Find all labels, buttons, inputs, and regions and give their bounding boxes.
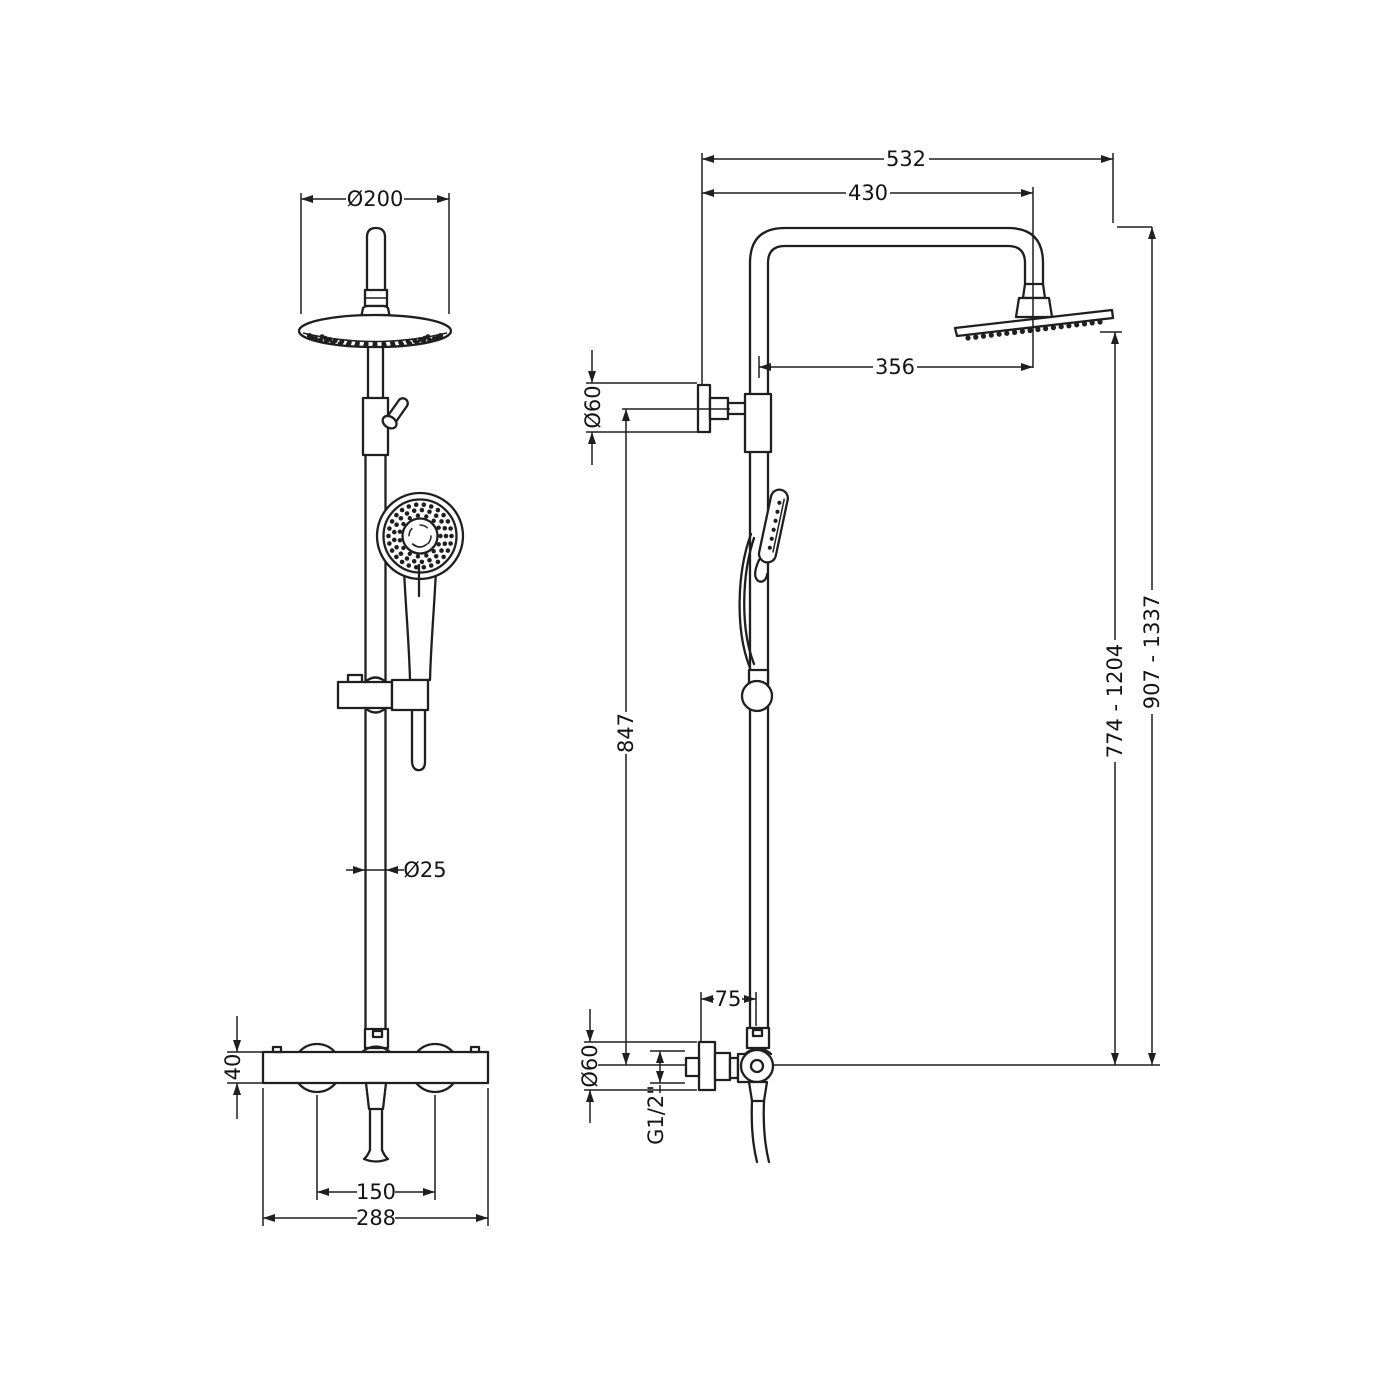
dim-label-valve-height: 40 <box>221 1054 245 1081</box>
dim-head-diameter: Ø200 <box>300 187 450 314</box>
side-valve-nut <box>713 1051 732 1082</box>
side-valve-outlet <box>747 1080 769 1103</box>
dim-label-head-diameter: Ø200 <box>347 187 404 211</box>
dim-rail-height-range: 774 - 1204 <box>1100 331 1127 1065</box>
front-slider-bracket-left <box>336 680 394 710</box>
dim-inlet-thread: G1/2" <box>644 1050 685 1145</box>
side-riser-and-arm <box>748 226 1045 1030</box>
front-valve-outlet <box>364 1081 388 1111</box>
dim-inlet-flange-diameter: Ø60 <box>578 1009 697 1123</box>
side-inlet-flange <box>697 1040 717 1092</box>
dim-label-head-to-rail: 356 <box>875 355 915 379</box>
dim-label-bracket-diameter: Ø60 <box>581 385 605 428</box>
side-valve-handle <box>739 1048 775 1084</box>
dim-label-bracket-to-valve: 847 <box>614 713 638 753</box>
side-rail-clamp <box>743 392 773 454</box>
dim-label-valve-projection: 75 <box>715 987 742 1011</box>
dim-overall-height-range: 907 - 1337 <box>774 227 1164 1066</box>
front-bracket-lever <box>381 397 409 430</box>
side-head-body <box>1014 296 1054 319</box>
dim-bracket-to-valve: 847 <box>598 408 730 1066</box>
side-view <box>684 226 1115 1164</box>
dim-label-arm-projection: 430 <box>848 181 888 205</box>
dim-arm-projection: 430 <box>702 181 1034 368</box>
dim-label-overall-projection: 532 <box>886 147 926 171</box>
side-outlet-hose <box>750 1099 771 1164</box>
dim-label-inlet-flange-diameter: Ø60 <box>578 1044 602 1087</box>
front-head-stem <box>365 226 387 292</box>
front-view <box>261 226 490 1163</box>
side-hose-loop <box>738 532 756 670</box>
front-handset-handle <box>402 568 438 682</box>
dim-label-connection-centres: 150 <box>356 1180 396 1204</box>
side-slider-knob <box>740 679 774 713</box>
dim-label-rail-diameter: Ø25 <box>403 858 446 882</box>
side-head-disc <box>953 308 1115 338</box>
dimensions: Ø200 Ø25 40 150 288 <box>221 147 1164 1230</box>
front-upper-tube <box>366 345 385 400</box>
front-valve-body <box>261 1050 490 1085</box>
dim-label-valve-width: 288 <box>356 1206 396 1230</box>
front-riser-rail <box>364 453 387 1031</box>
front-bracket-sleeve <box>361 396 390 457</box>
side-head-nozzles <box>965 319 1103 341</box>
front-head-nozzles <box>306 333 444 349</box>
dim-label-inlet-thread: G1/2" <box>644 1085 668 1145</box>
dim-bracket-diameter: Ø60 <box>581 350 697 465</box>
dim-valve-height: 40 <box>221 1016 262 1119</box>
front-hose-end <box>410 708 427 772</box>
dim-connection-centres: 150 <box>316 1095 436 1204</box>
dim-label-overall-height-range: 907 - 1337 <box>1140 595 1164 709</box>
side-handset <box>753 488 789 583</box>
side-head-nut <box>1021 282 1047 300</box>
dim-rail-diameter: Ø25 <box>346 858 447 882</box>
front-handset-nozzles <box>386 502 454 570</box>
dim-head-to-rail: 356 <box>758 355 1033 379</box>
dim-overall-projection: 532 <box>701 147 1152 384</box>
dim-label-rail-height-range: 774 - 1204 <box>1103 644 1127 758</box>
side-inlet-nipple <box>684 1056 701 1078</box>
dim-valve-projection: 75 <box>700 987 757 1042</box>
dim-valve-width: 288 <box>262 1088 489 1230</box>
front-slider-bracket-right <box>390 678 430 712</box>
